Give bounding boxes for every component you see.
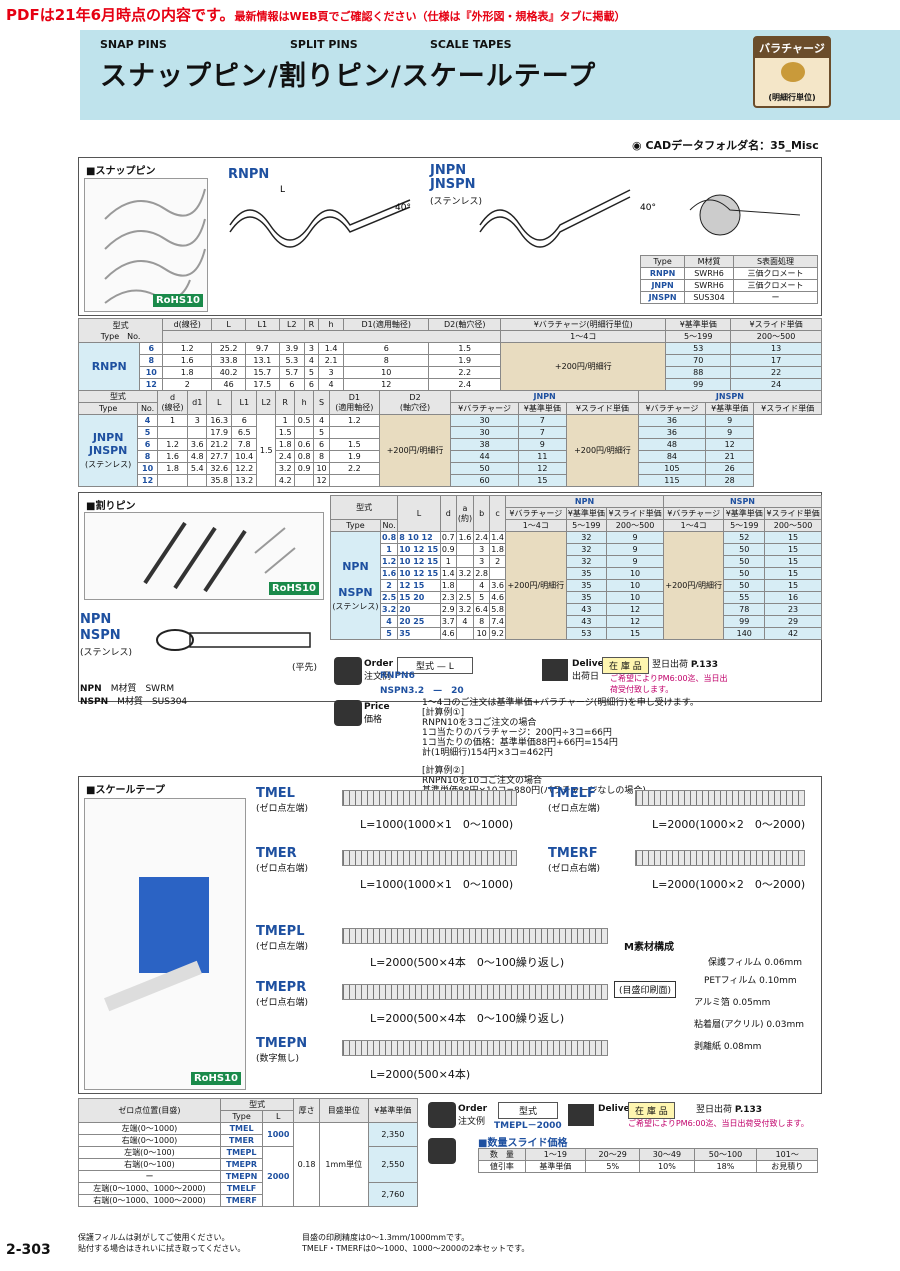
pm-note: ご希望によりPM6:00迄、当日出荷受付致します。: [610, 674, 728, 694]
ship-info: 翌日出荷 P.133: [652, 660, 719, 670]
scale-item-tmel: TMEL(ゼロ点左端): [256, 786, 309, 814]
rohs-badge: RoHS10: [190, 1072, 241, 1085]
rohs-badge: RoHS10: [268, 582, 319, 595]
order-example-1: RNPN6: [380, 671, 415, 681]
scale-price-icon: [428, 1138, 456, 1164]
scale-tape-photo: RoHS10: [84, 798, 246, 1090]
split-pin-photo: RoHS10: [84, 512, 324, 600]
scale-item-tmepr: TMEPR(ゼロ点右端): [256, 980, 309, 1008]
split-pin-label: ■割りピン: [86, 501, 136, 512]
title-en-scale: SCALE TAPES: [430, 38, 512, 51]
truck-icon: [542, 659, 568, 681]
rnpn-drawing: L 40°: [229, 185, 411, 248]
scale-item-tmepl: TMEPL(ゼロ点左端): [256, 924, 309, 952]
scale-graphic: [342, 984, 608, 1000]
page-title: スナップピン/割りピン/スケールテープ: [100, 61, 597, 92]
scale-graphic: [635, 850, 805, 866]
material-layers: 保護フィルム 0.06mm PETフィルム 0.10mm (目盛印刷面) アルミ…: [614, 955, 804, 1055]
scale-graphic: [342, 1040, 608, 1056]
npn-drawing: [156, 629, 311, 651]
snap-pin-section: [78, 157, 822, 316]
scale-dimension: L=1000(1000×1 0〜1000): [360, 818, 514, 831]
scale-tape-label: ■スケールテープ: [86, 785, 165, 796]
flat-tip-note: (平先): [292, 663, 318, 673]
stainless-note: (ステンレス): [80, 648, 133, 658]
scale-dimension: L=2000(1000×2 0〜2000): [652, 878, 806, 891]
svg-text:L: L: [280, 185, 285, 195]
bottom-notes-left: 保護フィルムは剥がしてご使用ください。貼付する場合はきれいに拭き取ってください。: [78, 1233, 246, 1253]
rohs-badge: RoHS10: [152, 294, 203, 307]
pin-assembly-drawing: [689, 194, 801, 236]
scale-dimension: L=2000(500×4本): [370, 1068, 471, 1081]
scale-dimension: L=1000(1000×1 0〜1000): [360, 878, 514, 891]
ship-info: 翌日出荷 P.133: [696, 1105, 763, 1115]
snap-pin-photo: RoHS10: [84, 178, 208, 312]
scale-dimension: L=2000(1000×2 0〜2000): [652, 818, 806, 831]
pdf-notice: PDFは21年6月時点の内容です。最新情報はWEB頁でご確認ください（仕様は『外…: [6, 6, 626, 24]
scale-dimension: L=2000(500×4本 0〜100繰り返し): [370, 1012, 565, 1025]
bara-charge-badge: バラチャージ (明細行単位): [753, 36, 831, 108]
scale-item-tmepn: TMEPN(数字無し): [256, 1036, 308, 1064]
material-structure-label: M素材構成: [624, 942, 674, 953]
cad-folder: ◉ CADデータフォルダ名：35_Misc: [632, 139, 819, 152]
title-en-split: SPLIT PINS: [290, 38, 358, 51]
slide-price-label: ■数量スライド価格: [478, 1138, 568, 1149]
jnpn-drawing: 40°: [479, 189, 656, 248]
order-icon: [334, 657, 362, 685]
type-rnpn: RNPN: [228, 167, 270, 182]
scale-graphic: [342, 850, 517, 866]
svg-text:40°: 40°: [395, 203, 411, 213]
order-icon: [428, 1102, 456, 1128]
scale-graphic: [342, 790, 517, 806]
page-number: 2-303: [6, 1242, 51, 1258]
order-example-2: NSPN3.2 — 20: [380, 686, 464, 696]
scale-graphic: [342, 928, 608, 944]
price-note: 1〜4コのご注文は基準単価+バラチャージ(明細行)を申し受けます。[計算例①]R…: [422, 698, 699, 796]
price-icon: [334, 700, 362, 726]
snap-pin-label: ■スナップピン: [86, 166, 156, 177]
scale-item-tmelf: TMELF(ゼロ点左端): [548, 786, 601, 814]
order-format-box: 型式 — L: [397, 657, 473, 674]
scale-tape-section: [78, 776, 822, 1094]
hand-icon: [781, 62, 805, 82]
scale-item-tmer: TMER(ゼロ点右端): [256, 846, 309, 874]
stock-badge: 在 庫 品: [602, 657, 649, 674]
scale-graphic: [635, 790, 805, 806]
stainless-note: (ステンレス): [430, 197, 483, 207]
split-pin-section: [78, 492, 822, 702]
truck-icon: [568, 1104, 594, 1126]
scale-item-tmerf: TMERF(ゼロ点右端): [548, 846, 601, 874]
order-block: Order 注文例 型式 — L RNPN6 NSPN3.2 — 20 Deli…: [332, 655, 822, 755]
bottom-notes-right: 目盛の印刷精度は0〜1.3mm/1000mmです。TMELF・TMERFは0〜1…: [302, 1233, 530, 1253]
title-en-snap: SNAP PINS: [100, 38, 167, 51]
scale-dimension: L=2000(500×4本 0〜100繰り返し): [370, 956, 565, 969]
svg-text:40°: 40°: [640, 203, 656, 213]
